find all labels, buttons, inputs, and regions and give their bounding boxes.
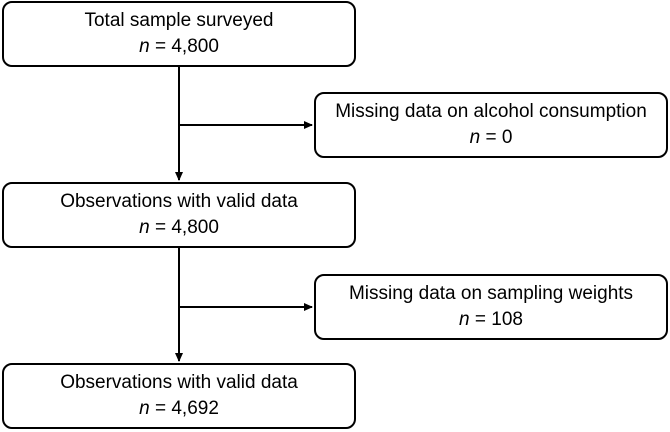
box-count: n = 108 — [459, 307, 523, 333]
box-label: Observations with valid data — [60, 372, 298, 393]
box-valid-data-1: Observations with valid data n = 4,800 — [2, 182, 356, 248]
box-missing-alcohol: Missing data on alcohol consumption n = … — [314, 92, 668, 158]
box-count: n = 4,800 — [139, 34, 219, 60]
box-valid-data-2: Observations with valid data n = 4,692 — [2, 363, 356, 429]
box-label: Observations with valid data — [60, 191, 298, 212]
n-symbol: n — [469, 127, 481, 148]
n-symbol: n — [139, 398, 150, 419]
n-symbol: n — [139, 217, 150, 238]
box-missing-weights: Missing data on sampling weights n = 108 — [314, 274, 668, 340]
box-count: n = 0 — [470, 125, 513, 151]
box-count: n = 4,800 — [139, 215, 219, 241]
box-label: Missing data on alcohol consumption — [335, 101, 647, 122]
box-label: Missing data on sampling weights — [348, 283, 634, 304]
n-value: = 108 — [474, 309, 523, 330]
n-symbol: n — [459, 309, 470, 330]
box-total-sample: Total sample surveyed n = 4,800 — [2, 1, 356, 67]
n-value: = 4,692 — [154, 398, 219, 419]
n-value: = 4,800 — [154, 36, 219, 57]
box-label: Total sample surveyed — [84, 10, 274, 31]
n-symbol: n — [139, 36, 150, 57]
box-count: n = 4,692 — [139, 396, 219, 422]
n-value: = 0 — [485, 127, 513, 148]
n-value: = 4,800 — [154, 217, 219, 238]
